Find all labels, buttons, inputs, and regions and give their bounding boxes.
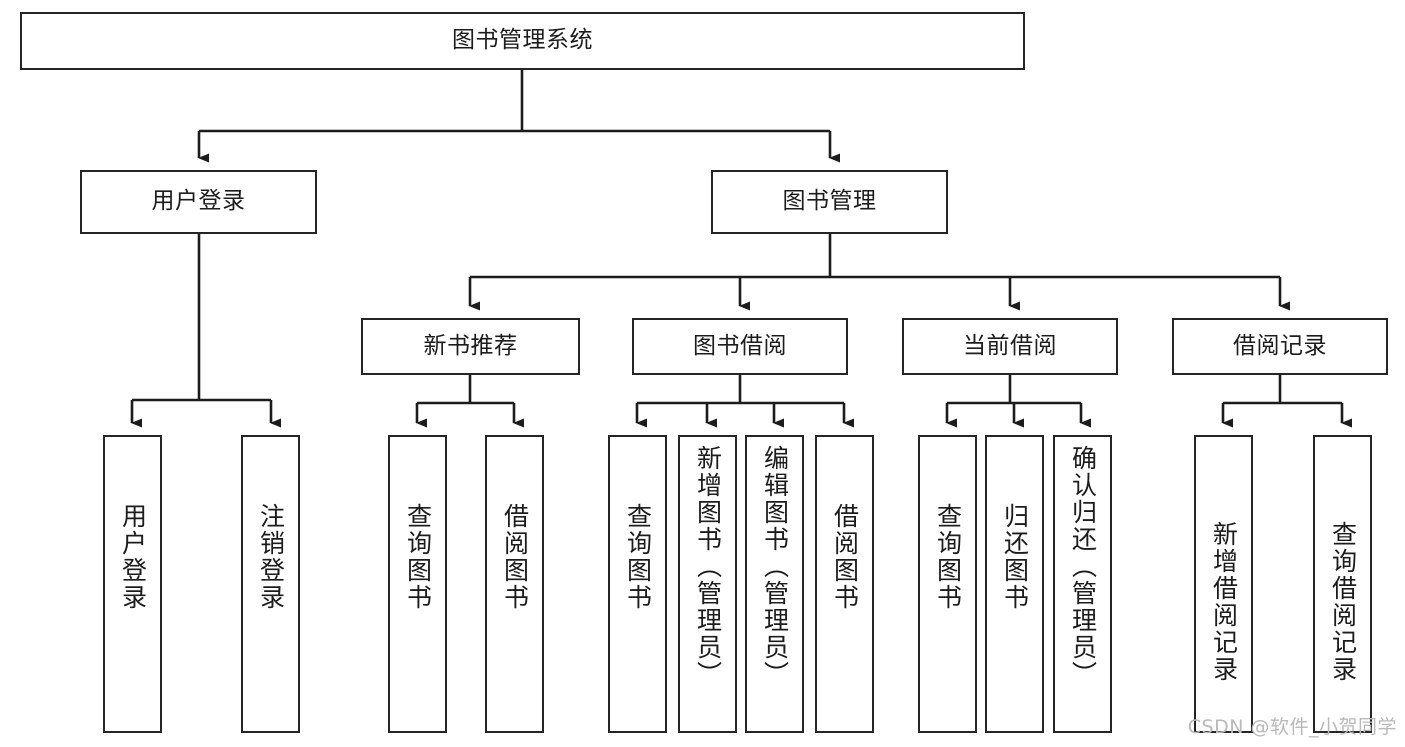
- leaf-recommend-query-book[interactable]: 查询图书: [388, 435, 447, 733]
- node-book-borrow[interactable]: 图书借阅: [632, 318, 848, 375]
- node-book-management[interactable]: 图书管理: [711, 170, 948, 234]
- node-label: 查询图书: [623, 503, 653, 611]
- node-user-login[interactable]: 用户登录: [80, 170, 317, 234]
- node-label: 查询图书: [933, 503, 963, 611]
- node-current-borrow[interactable]: 当前借阅: [902, 318, 1118, 375]
- leaf-current-return-book[interactable]: 归还图书: [985, 435, 1044, 733]
- leaf-borrow-borrow-book[interactable]: 借阅图书: [815, 435, 874, 733]
- node-label: 注销登录: [256, 503, 286, 611]
- node-label: 确认归还（管理员）: [1068, 445, 1098, 688]
- node-label: 借阅图书: [830, 503, 860, 611]
- node-label: 新增借阅记录: [1209, 521, 1239, 683]
- node-label: 查询借阅记录: [1328, 521, 1358, 683]
- leaf-borrow-query-book[interactable]: 查询图书: [608, 435, 667, 733]
- leaf-record-query-record[interactable]: 查询借阅记录: [1313, 435, 1372, 733]
- leaf-borrow-edit-book-admin[interactable]: 编辑图书（管理员）: [745, 435, 804, 733]
- node-label: 查询图书: [403, 503, 433, 611]
- node-borrow-record[interactable]: 借阅记录: [1172, 318, 1388, 375]
- node-label: 当前借阅: [963, 332, 1057, 359]
- leaf-current-confirm-return-admin[interactable]: 确认归还（管理员）: [1053, 435, 1112, 733]
- node-root-system[interactable]: 图书管理系统: [20, 12, 1025, 70]
- watermark-text: CSDN @软件_小贺同学: [1187, 716, 1397, 738]
- leaf-borrow-add-book-admin[interactable]: 新增图书（管理员）: [678, 435, 737, 733]
- node-new-book-recommend[interactable]: 新书推荐: [361, 318, 580, 375]
- node-label: 图书管理: [782, 188, 877, 215]
- node-label: 借阅图书: [500, 503, 530, 611]
- leaf-recommend-borrow-book[interactable]: 借阅图书: [485, 435, 544, 733]
- node-label: 新书推荐: [423, 332, 518, 359]
- leaf-current-query-book[interactable]: 查询图书: [918, 435, 977, 733]
- leaf-user-login-login[interactable]: 用户登录: [103, 435, 162, 733]
- node-label: 借阅记录: [1233, 332, 1327, 359]
- node-label: 新增图书（管理员）: [693, 445, 723, 688]
- node-label: 图书借阅: [693, 332, 787, 359]
- leaf-record-add-record[interactable]: 新增借阅记录: [1194, 435, 1253, 733]
- node-label: 用户登录: [118, 503, 148, 611]
- node-label: 图书管理系统: [452, 27, 593, 54]
- node-label: 编辑图书（管理员）: [760, 445, 790, 688]
- leaf-user-login-logout[interactable]: 注销登录: [241, 435, 300, 733]
- node-label: 归还图书: [1000, 503, 1030, 611]
- node-label: 用户登录: [151, 188, 246, 215]
